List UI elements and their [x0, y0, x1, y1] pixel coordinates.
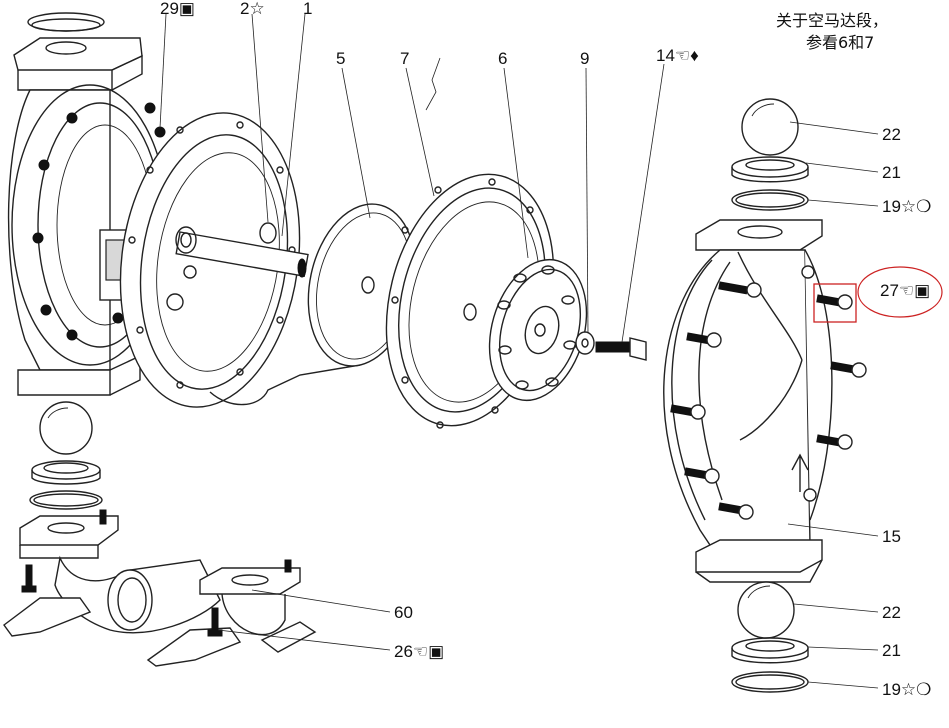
callout-60: 60: [394, 603, 413, 622]
callout-22-top: 22: [882, 125, 901, 144]
callout-22-bottom: 22: [882, 603, 901, 622]
callout-27: 27☜▣: [880, 281, 931, 300]
note-text: 关于空马达段， 参看6和7: [776, 10, 888, 54]
callout-19-top: 19☆❍: [882, 197, 932, 216]
callout-5: 5: [336, 49, 346, 68]
callout-14: 14☜♦: [656, 46, 699, 65]
callout-29: 29▣: [160, 0, 195, 18]
middle-parts: [307, 173, 647, 429]
callout-21-bottom: 21: [882, 641, 901, 660]
callout-2: 2☆: [240, 0, 265, 18]
left-pump-assembly: [3, 12, 361, 667]
highlight-ellipse: [857, 266, 943, 318]
callout-26: 26☜▣: [394, 642, 445, 661]
note-line-1: 关于空马达段，: [776, 11, 889, 30]
callout-7: 7: [400, 49, 410, 68]
leader-lines: [159, 13, 879, 689]
note-line-2: 参看6和7: [806, 33, 875, 52]
callout-9: 9: [580, 49, 590, 68]
right-pump-assembly: [663, 98, 867, 693]
callout-15: 15: [882, 527, 901, 546]
callout-21-top: 21: [882, 163, 901, 182]
callout-19-bottom: 19☆❍: [882, 680, 932, 699]
callout-6: 6: [498, 49, 508, 68]
callout-1: 1: [303, 0, 313, 18]
highlight-box: [813, 283, 857, 323]
